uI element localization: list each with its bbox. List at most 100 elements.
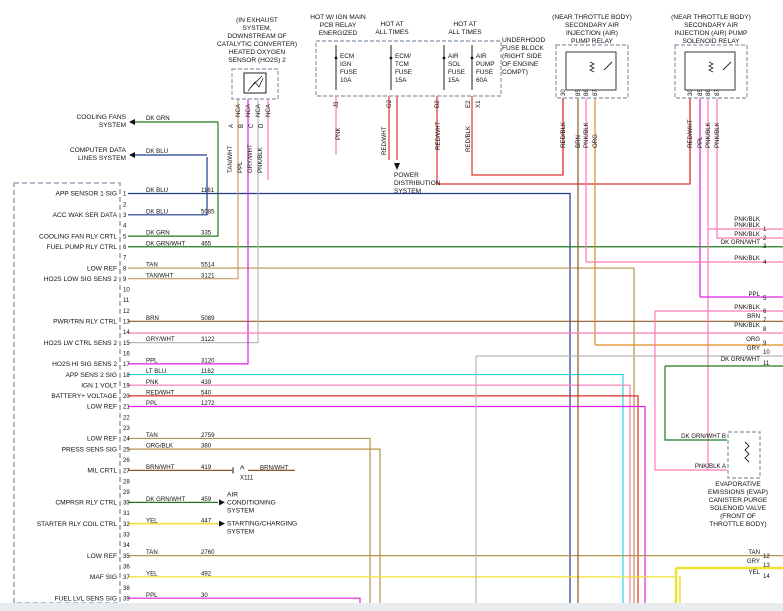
fuse-block-label-line-3: OF ENGINE <box>502 61 539 68</box>
fuse-label-2-line-1: SOL <box>448 61 461 68</box>
pcm-pin-label-37: MAF SIG <box>90 574 117 581</box>
pcm-circuit-20: 540 <box>201 389 212 396</box>
pcm-circuit-18: 1162 <box>201 368 215 375</box>
pcm-pin-number-27: 27 <box>123 468 130 475</box>
pcm-circuit-27: 419 <box>201 464 212 471</box>
evap-coil <box>744 441 750 463</box>
pcm-wire-color-30: DK GRN/WHT <box>146 496 186 503</box>
relay-air-solenoid-title-line-0: (NEAR THROTTLE BODY) <box>671 14 751 21</box>
left-system-label-1-b: LINES SYSTEM <box>78 155 126 162</box>
pcm-pin-number-28: 28 <box>123 478 130 485</box>
pcm-pin-number-7: 7 <box>123 255 127 262</box>
pcm-pin-number-5: 5 <box>123 233 127 240</box>
relay-air-solenoid-pin-30: 30 <box>687 89 694 96</box>
fuse-hot-ign-line-2: ENERGIZED <box>319 30 358 37</box>
pcm-circuit-1: 1161 <box>201 187 215 194</box>
pcm-pin-number-15: 15 <box>123 340 130 347</box>
right-wire-label-1: PNK/BLK <box>734 222 760 229</box>
evap-pin-a-label: PNK/BLK A <box>695 463 727 470</box>
ho2s-outline <box>231 68 279 100</box>
pcm-pin-number-2: 2 <box>123 201 127 208</box>
evap-title-line-1: EMISSIONS (EVAP) <box>708 489 768 496</box>
pcm-wire-color-1: DK BLU <box>146 187 168 194</box>
ho2s-pin-C: C <box>248 123 255 128</box>
pcm-wire-5 <box>128 122 219 237</box>
relay-air-solenoid-pin-87: 87 <box>714 89 721 96</box>
right-wire-label-2: PNK/BLK <box>734 231 760 238</box>
fuse-wire-label-redwht-1: RED/WHT <box>381 126 388 155</box>
pcm-circuit-24: 2759 <box>201 432 215 439</box>
pcm-pin-number-13: 13 <box>123 319 130 326</box>
pcm-circuit-5: 335 <box>201 230 212 237</box>
fuse-dot-3 <box>470 56 474 60</box>
pcm-pin-number-26: 26 <box>123 457 130 464</box>
fuse-dot-0 <box>334 56 338 60</box>
pcm-pin-label-18: APP SENS 2 SIG <box>65 372 117 379</box>
pcm-pin-number-9: 9 <box>123 276 127 283</box>
fuse-label-1-line-0: ECM/ <box>395 53 411 60</box>
pcm-wire-21 <box>128 405 646 611</box>
ho2s-wire-label-3: PNK/BLK <box>257 147 264 173</box>
pcm-pin-number-29: 29 <box>123 489 130 496</box>
fuse-terminal-X1: X1 <box>475 100 482 108</box>
pcm-pin-number-21: 21 <box>123 404 130 411</box>
right-wire-label-4: PNK/BLK <box>734 255 760 262</box>
evap-wire-b <box>664 366 727 441</box>
pcm-wire-color-17: PPL <box>146 358 158 365</box>
viewer-footer-bar <box>0 603 783 611</box>
right-wire-number-7: 7 <box>763 317 767 324</box>
evap-title-line-0: EVAPORATIVE <box>715 481 761 488</box>
ho2s-title-line-5: SENSOR (HO2S) 2 <box>228 57 286 64</box>
pcm-pin-label-6: FUEL PUMP RLY CTRL <box>47 244 118 251</box>
relay-air-solenoid-switch <box>722 61 732 71</box>
starting-charging-label-line-0: STARTING/CHARGING <box>227 521 297 528</box>
relay-air-pump-pin-30: 30 <box>560 89 567 96</box>
pcm-pin-number-38: 38 <box>123 585 130 592</box>
right-wire-label-0: PNK/BLK <box>734 216 760 223</box>
pcm-pin-label-1: APP SENSOR 1 SIG <box>56 191 117 198</box>
ho2s-title-line-0: (IN EXHAUST <box>236 17 278 24</box>
x111-label: X111 <box>240 474 254 481</box>
right-wire-number-9: 9 <box>763 340 767 347</box>
ho2s-heater-symbol <box>247 77 264 92</box>
fuse-label-1-line-1: TCM <box>395 61 409 68</box>
arrow-ac <box>219 499 225 506</box>
pcm-circuit-37: 492 <box>201 571 212 578</box>
relay-air-pump-wire-label-1: BRN <box>575 135 582 148</box>
relay-air-solenoid-pin-85: 85 <box>697 89 704 96</box>
power-distribution-label-line-1: DISTRIBUTION <box>394 180 441 187</box>
right-wire-number-10: 10 <box>763 349 770 356</box>
relay-air-solenoid-wire-label-2: PNK/BLK <box>705 122 712 148</box>
pcm-wire-20 <box>128 395 639 611</box>
pcm-circuit-30: 459 <box>201 496 212 503</box>
ho2s-connector-label-3: NCA <box>265 103 272 117</box>
pcm-wire-color-35: TAN <box>146 549 158 556</box>
fuse-hot-ign-line-0: HOT W/ IGN MAIN <box>310 14 366 21</box>
ho2s-pin-A: A <box>228 123 235 128</box>
relay-air-pump-coil <box>589 61 595 73</box>
pcm-wire-17 <box>128 120 249 365</box>
arrow-start <box>219 520 225 527</box>
relay-air-pump-pin-85: 85 <box>575 89 582 96</box>
left-system-label-0-a: COOLING FANS <box>77 114 127 121</box>
pcm-pin-label-39: FUEL LVL SENS SIG <box>55 595 117 602</box>
left-system-wire-color-0: DK GRN <box>146 115 170 122</box>
fuse-wire-label-redblk: RED/BLK <box>465 126 472 152</box>
pcm-pin-number-11: 11 <box>123 297 130 304</box>
left-system-label-1-a: COMPUTER DATA <box>70 147 127 154</box>
right-wire-label-7: BRN <box>747 313 760 320</box>
right-wire-label-12: TAN <box>748 549 760 556</box>
left-system-label-0-b: SYSTEM <box>99 122 126 129</box>
pcm-wire-3 <box>128 157 208 216</box>
pcm-pin-number-1: 1 <box>123 191 127 198</box>
fuse-label-3-line-3: 60A <box>476 77 488 84</box>
right-wire-label-9: ORG <box>746 336 760 343</box>
x111-brn-wht-label: BRN/WHT <box>260 464 289 471</box>
x111-pin-a: A <box>240 464 245 471</box>
fuse-label-3-line-2: FUSE <box>476 69 493 76</box>
pcm-pin-label-15: HO2S LW CTRL SENS 2 <box>44 340 118 347</box>
ho2s-pin-D: D <box>258 123 265 128</box>
relay-air-solenoid-wire-label-0: RED/WHT <box>687 119 694 148</box>
pcm-wire-15 <box>128 120 259 344</box>
relay-air-pump-wire-label-0: RED/BLK <box>560 122 567 148</box>
